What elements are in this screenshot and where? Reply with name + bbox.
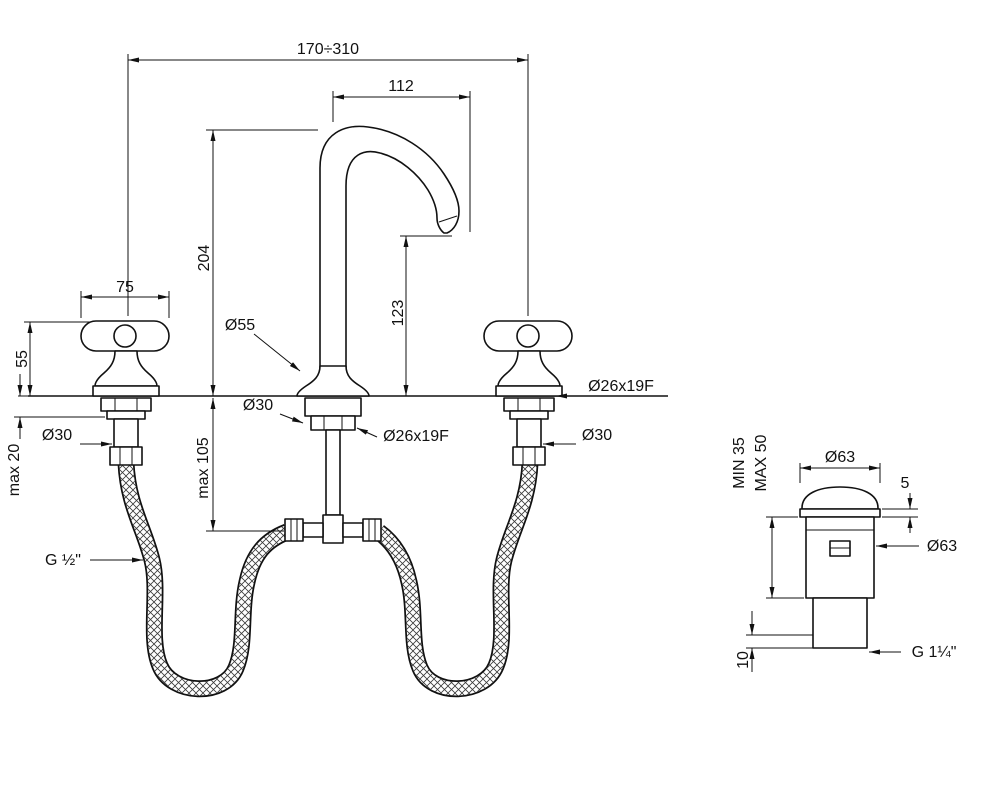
right-hose-nut (512, 446, 546, 466)
drain-body (805, 516, 875, 599)
dim-spout-reach-label: 112 (388, 78, 414, 95)
dim-outlet-height-label: 123 (390, 300, 407, 327)
dim-handle-width: 75 (80, 279, 170, 318)
right-threaded-tail (516, 418, 542, 448)
dim-drain-offset-label: 10 (735, 651, 752, 669)
aerator-line (438, 215, 458, 223)
dim-left-tail-label: Ø30 (42, 427, 72, 444)
spout (296, 125, 460, 397)
dim-spout-base-label: Ø55 (225, 317, 255, 334)
left-handle (80, 320, 170, 397)
dim-drain-max-label: MAX 50 (753, 434, 770, 491)
dim-right-nut-label: Ø26x19F (588, 378, 654, 395)
drain-thread (812, 597, 868, 649)
left-tail-assembly (100, 397, 152, 466)
dim-supply-thread-label: G ½" (45, 552, 81, 569)
spout-body (319, 125, 460, 369)
dim-left-tail: Ø30 (42, 427, 112, 447)
dim-center-nut-label: Ø26x19F (383, 428, 449, 445)
dim-drain-thread: G 1¼" (869, 644, 956, 661)
center-shank (304, 397, 362, 417)
dim-spout-height: 204 (196, 129, 318, 396)
tee-left-nut (284, 518, 304, 542)
dim-supply-thread: G ½" (45, 552, 143, 569)
dim-below-deck: max 105 (195, 398, 284, 532)
dim-handle-width-label: 75 (116, 279, 134, 296)
tee-right-nut (362, 518, 382, 542)
dim-drain-cap-dia-label: Ø63 (825, 449, 855, 466)
dim-right-tail-label: Ø30 (582, 427, 612, 444)
drain-cap-rim (799, 508, 881, 518)
dim-drain-min-label: MIN 35 (731, 437, 748, 489)
dim-drain-clamp-range: MIN 35 MAX 50 (731, 434, 804, 599)
dim-deck-max-label: max 20 (6, 444, 23, 497)
dim-center-hole: Ø30 (243, 397, 304, 424)
dim-deck-max: max 20 (6, 374, 105, 496)
dim-spread-label: 170÷310 (297, 41, 359, 58)
center-pipe (325, 429, 341, 516)
drain-cap-dome (801, 486, 879, 510)
right-tail-assembly (503, 397, 555, 466)
left-threaded-tail (113, 418, 139, 448)
left-handle-bell (94, 350, 158, 387)
dim-center-hole-label: Ø30 (243, 397, 273, 414)
spout-base-bell (296, 365, 370, 397)
right-handle-bell (497, 350, 561, 387)
tee-body (322, 514, 344, 544)
left-hose-nut (109, 446, 143, 466)
dim-spout-height-label: 204 (196, 245, 213, 272)
dim-outlet-height: 123 (390, 235, 452, 396)
dim-drain-thread-label: G 1¼" (912, 644, 957, 661)
right-handle (483, 320, 573, 397)
center-locknut (310, 415, 356, 431)
dim-spout-base: Ø55 (225, 317, 301, 372)
dim-drain-cap-edge-label: 5 (901, 475, 910, 492)
dim-drain-body-dia-label: Ø63 (927, 538, 957, 555)
dim-right-tail: Ø30 (543, 427, 612, 447)
dimensions: 170÷310 112 204 123 75 5 (6, 41, 957, 672)
center-shank-assembly (284, 397, 382, 544)
dim-drain-body-dia: Ø63 (876, 538, 957, 555)
dim-drain-offset: 10 (735, 611, 813, 672)
dim-below-deck-label: max 105 (195, 437, 212, 498)
drain-assembly (799, 486, 881, 649)
dim-handle-height: 55 (14, 321, 90, 397)
dim-spread: 170÷310 (127, 41, 529, 316)
dim-handle-height-label: 55 (14, 350, 31, 368)
dim-right-nut: Ø26x19F (556, 378, 654, 399)
dim-drain-cap-dia: Ø63 (799, 449, 881, 483)
supply-hoses (117, 462, 539, 698)
dim-spout-reach: 112 (332, 78, 471, 232)
dim-center-nut: Ø26x19F (356, 427, 449, 445)
dim-drain-cap-edge: 5 (882, 475, 918, 533)
